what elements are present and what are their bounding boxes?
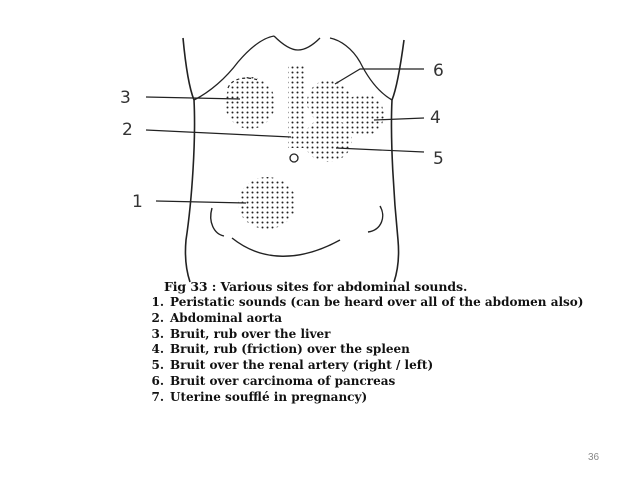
site-number: 4.	[151, 342, 164, 357]
marker-label-1: 1	[132, 192, 143, 212]
torso-outline	[182, 35, 405, 283]
site-3-liver-region	[225, 77, 275, 129]
site-list: 1. Peristatic sounds (can be heard over a…	[128, 295, 583, 406]
marker-label-2: 2	[122, 120, 133, 140]
marker-labels: 3 2 1 6 4 5	[120, 61, 444, 212]
site-4-spleen-region	[342, 94, 384, 136]
site-number: 1.	[151, 295, 164, 309]
page-number: 36	[588, 452, 600, 463]
site-number: 2.	[151, 310, 164, 325]
site-number: 5.	[151, 358, 164, 373]
caption-block: Fig 33 : Various sites for abdominal sou…	[128, 279, 583, 406]
site-list-item: 7. Uterine soufflé in pregnancy)	[128, 390, 568, 406]
site-regions	[225, 65, 384, 229]
leader-lines	[145, 68, 425, 204]
site-7-marker	[289, 153, 299, 163]
site-list-item: 6. Bruit over carcinoma of pancreas	[128, 374, 568, 390]
site-list-item: 4. Bruit, rub (friction) over the spleen	[128, 342, 568, 358]
marker-label-5: 5	[433, 149, 444, 169]
marker-label-4: 4	[430, 108, 441, 128]
site-number: 7.	[151, 389, 164, 404]
site-text: Abdominal aorta	[170, 310, 283, 325]
figure-caption: Fig 33 : Various sites for abdominal sou…	[164, 279, 468, 294]
site-text: Bruit over carcinoma of pancreas	[170, 373, 396, 388]
marker-label-6: 6	[433, 61, 444, 81]
site-number: 6.	[151, 373, 164, 388]
site-6-pancreas-region	[307, 80, 351, 124]
site-text: Uterine soufflé in pregnancy)	[170, 389, 368, 404]
site-number: 3.	[151, 326, 164, 341]
site-text: Peristatic sounds (can be heard over all…	[170, 295, 584, 309]
site-text: Bruit over the renal artery (right / lef…	[170, 358, 434, 373]
site-list-item: 2. Abdominal aorta	[128, 311, 568, 327]
site-2-aorta-region	[288, 65, 305, 148]
site-list-item: 5. Bruit over the renal artery (right / l…	[128, 358, 568, 374]
site-text: Bruit, rub (friction) over the spleen	[170, 342, 410, 357]
site-5-renal-region	[304, 118, 352, 162]
site-list-item: 3. Bruit, rub over the liver	[128, 327, 568, 343]
site-3-liver-outline	[227, 77, 259, 89]
site-list-item: 1. Peristatic sounds (can be heard over a…	[128, 295, 583, 311]
marker-label-3: 3	[120, 88, 131, 108]
site-text: Bruit, rub over the liver	[170, 326, 331, 341]
site-1-peristaltic-region	[238, 177, 296, 229]
